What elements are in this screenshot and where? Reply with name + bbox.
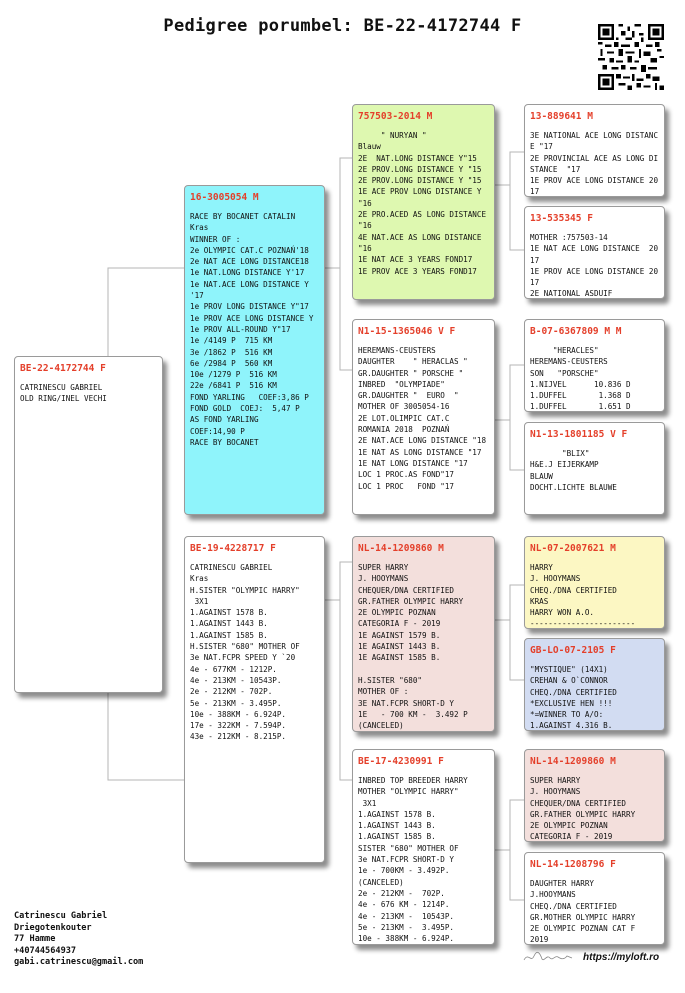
owner-name: Catrinescu Gabriel — [14, 911, 108, 921]
ring-number: NL-14-1208796 F — [530, 859, 616, 870]
pigeon-details: MOTHER :757503-14 1E NAT ACE LONG DISTAN… — [530, 233, 659, 299]
ring-number: BE-22-4172744 F — [20, 363, 106, 374]
qr-code-icon — [598, 24, 664, 90]
sire-dam-card[interactable]: N1-15-1365046 V F HEREMANS-CEUSTERS DAUG… — [352, 319, 495, 515]
pigeon-details: INBRED TOP BREEDER HARRY MOTHER "OLYMPIC… — [358, 776, 468, 944]
sire-dam-sire-card[interactable]: B-07-6367809 M M "HERACLES" HEREMANS-CEU… — [524, 319, 665, 412]
ring-number: 13-535345 F — [530, 213, 593, 224]
pigeon-details: " NURYAN " Blauw 2E NAT.LONG DISTANCE Y"… — [358, 131, 487, 276]
owner-street: Driegotenkouter — [14, 922, 92, 933]
pigeon-details: CATRINESCU GABRIEL Kras H.SISTER "OLYMPI… — [190, 563, 300, 742]
signature-icon — [523, 951, 573, 961]
page-title: Pedigree porumbel: BE-22-4172744 F — [163, 16, 522, 36]
sire-dam-dam-card[interactable]: N1-13-1801185 V F "BLIX" H&E.J EIJERKAMP… — [524, 422, 665, 515]
pigeon-details: DAUGHTER HARRY J.HOOYMANS CHEQ./DNA CERT… — [530, 879, 636, 945]
dam-dam-sire-card[interactable]: NL-14-1209860 M SUPER HARRY J. HOOYMANS … — [524, 749, 665, 842]
dam-sire-card[interactable]: NL-14-1209860 M SUPER HARRY J. HOOYMANS … — [352, 536, 495, 732]
sire-sire-card[interactable]: 757503-2014 M " NURYAN " Blauw 2E NAT.LO… — [352, 104, 495, 300]
ring-number: 13-889641 M — [530, 111, 593, 122]
ring-number: GB-LO-07-2105 F — [530, 645, 616, 656]
dam-dam-dam-card[interactable]: NL-14-1208796 F DAUGHTER HARRY J.HOOYMAN… — [524, 852, 665, 945]
dam-dam-card[interactable]: BE-17-4230991 F INBRED TOP BREEDER HARRY… — [352, 749, 495, 945]
ring-number: N1-13-1801185 V F — [530, 429, 628, 440]
owner-contact: Catrinescu Gabriel Driegotenkouter 77 Ha… — [14, 911, 143, 969]
website-link[interactable]: https://myloft.ro — [583, 952, 660, 963]
pigeon-details: "BLIX" H&E.J EIJERKAMP BLAUW DOCHT.LICHT… — [530, 449, 617, 492]
pigeon-details: SUPER HARRY J. HOOYMANS CHEQUER/DNA CERT… — [530, 776, 636, 842]
ring-number: BE-17-4230991 F — [358, 756, 444, 767]
pigeon-details: RACE BY BOCANET CATALIN Kras WINNER OF :… — [190, 212, 314, 447]
ring-number: 16-3005054 M — [190, 192, 259, 203]
ring-number: BE-19-4228717 F — [190, 543, 276, 554]
sire-sire-dam-card[interactable]: 13-535345 F MOTHER :757503-14 1E NAT ACE… — [524, 206, 665, 299]
ring-number: B-07-6367809 M M — [530, 326, 622, 337]
sire-card[interactable]: 16-3005054 M RACE BY BOCANET CATALIN Kra… — [184, 185, 325, 515]
dam-sire-sire-card[interactable]: NL-07-2007621 M HARRY J. HOOYMANS CHEQ./… — [524, 536, 665, 629]
pigeon-details: HARRY J. HOOYMANS CHEQ./DNA CERTIFIED KR… — [530, 563, 636, 629]
pigeon-details: SUPER HARRY J. HOOYMANS CHEQUER/DNA CERT… — [358, 563, 468, 731]
pigeon-details: CATRINESCU GABRIEL OLD RING/INEL VECHI — [20, 383, 107, 404]
pigeon-details: "HERACLES" HEREMANS-CEUSTERS SON "PORSCH… — [530, 346, 631, 412]
ring-number: NL-07-2007621 M — [530, 543, 616, 554]
ring-number: NL-14-1209860 M — [530, 756, 616, 767]
pigeon-details: HEREMANS-CEUSTERS DAUGHTER " HERACLAS " … — [358, 346, 487, 491]
ring-number: 757503-2014 M — [358, 111, 433, 122]
owner-email[interactable]: gabi.catrinescu@gmail.com — [14, 957, 144, 967]
sire-sire-sire-card[interactable]: 13-889641 M 3E NATIONAL ACE LONG DISTANC… — [524, 104, 665, 197]
ring-number: N1-15-1365046 V F — [358, 326, 456, 337]
owner-phone: +40744564937 — [14, 945, 77, 956]
dam-sire-dam-card[interactable]: GB-LO-07-2105 F "MYSTIQUE" (14X1) CREHAN… — [524, 638, 665, 731]
owner-city: 77 Hamme — [14, 934, 56, 944]
subject-pigeon-card[interactable]: BE-22-4172744 F CATRINESCU GABRIEL OLD R… — [14, 356, 163, 693]
ring-number: NL-14-1209860 M — [358, 543, 444, 554]
pigeon-details: "MYSTIQUE" (14X1) CREHAN & O`CONNOR CHEQ… — [530, 665, 617, 731]
dam-card[interactable]: BE-19-4228717 F CATRINESCU GABRIEL Kras … — [184, 536, 325, 863]
pigeon-details: 3E NATIONAL ACE LONG DISTANCE "17 2E PRO… — [530, 131, 659, 197]
